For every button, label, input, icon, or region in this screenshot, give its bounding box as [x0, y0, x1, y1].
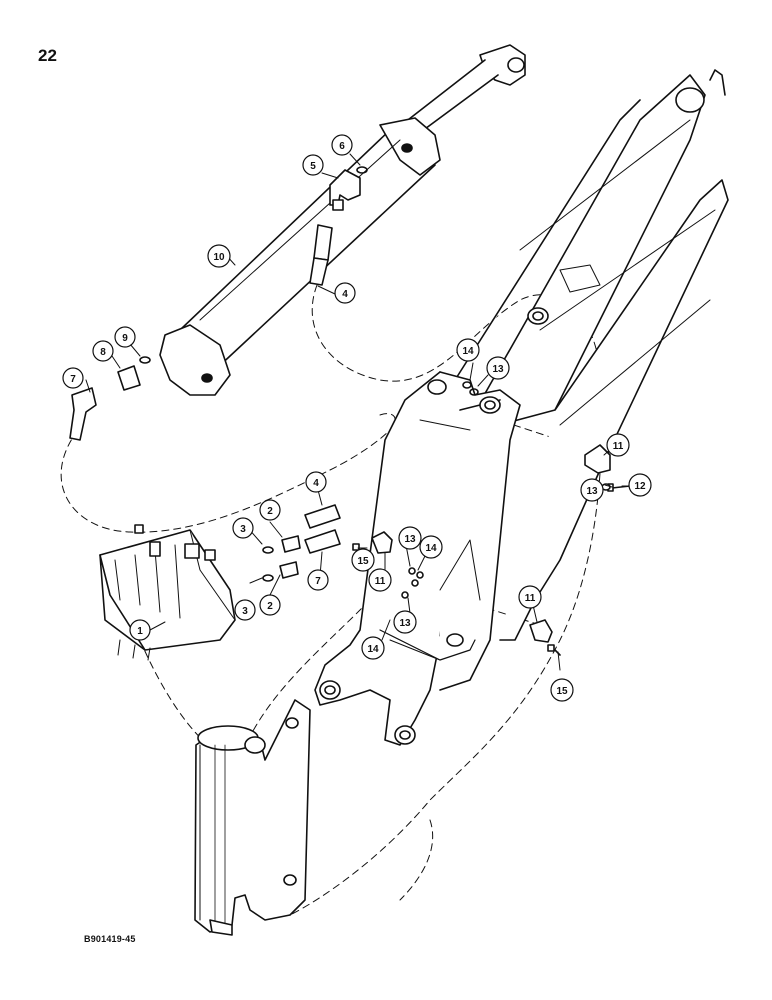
- swing-tower: [314, 371, 521, 746]
- svg-text:13: 13: [586, 486, 598, 497]
- svg-text:7: 7: [315, 576, 321, 587]
- svg-text:6: 6: [339, 141, 345, 152]
- callout-12: 12: [628, 473, 652, 497]
- o-ring-9: [139, 356, 151, 364]
- hose-fitting-4-bottom: [304, 504, 341, 529]
- svg-text:15: 15: [357, 556, 369, 567]
- svg-text:11: 11: [375, 576, 386, 587]
- svg-text:4: 4: [313, 478, 319, 489]
- callout-3: 3: [234, 599, 256, 621]
- callout-15: 15: [351, 548, 375, 572]
- callout-5: 5: [302, 154, 324, 176]
- adapter-2-lower: [279, 561, 299, 579]
- callout-14: 14: [456, 338, 480, 362]
- callout-15: 15: [550, 678, 574, 702]
- svg-text:8: 8: [100, 347, 106, 358]
- svg-text:3: 3: [240, 524, 246, 535]
- o-ring-6: [356, 166, 368, 174]
- callout-8: 8: [92, 340, 114, 362]
- svg-text:2: 2: [267, 506, 273, 517]
- fitting-8: [117, 365, 141, 391]
- dipper-stick: [454, 69, 729, 641]
- svg-text:11: 11: [525, 593, 536, 604]
- nuts-washers-center: [401, 567, 424, 599]
- fitting-7-left: [69, 387, 97, 441]
- callout-7: 7: [62, 367, 84, 389]
- callout-14: 14: [361, 636, 385, 660]
- svg-text:15: 15: [556, 686, 568, 697]
- bolt-15-right: [547, 644, 561, 656]
- o-ring-3-upper: [262, 546, 274, 554]
- callout-1: 1: [129, 619, 151, 641]
- callout-4: 4: [334, 282, 356, 304]
- svg-text:13: 13: [404, 534, 416, 545]
- callout-3: 3: [232, 517, 254, 539]
- callout-13: 13: [393, 610, 417, 634]
- hose-fitting-4-top: [309, 224, 333, 286]
- page-number: 22: [38, 46, 57, 65]
- callout-2: 2: [259, 594, 281, 616]
- bolt-12: [607, 483, 631, 492]
- control-valve: [99, 524, 236, 661]
- callout-11: 11: [518, 585, 542, 609]
- callout-10: 10: [207, 244, 231, 268]
- callout-9: 9: [114, 326, 136, 348]
- callout-6: 6: [331, 134, 353, 156]
- svg-text:14: 14: [367, 644, 379, 655]
- svg-text:10: 10: [213, 252, 225, 263]
- callout-13: 13: [398, 526, 422, 550]
- svg-text:1: 1: [137, 626, 143, 637]
- hose-clamp-11-lower: [529, 619, 553, 643]
- figure-code: B901419-45: [84, 934, 136, 944]
- svg-text:5: 5: [310, 161, 316, 172]
- callout-7: 7: [307, 569, 329, 591]
- svg-text:7: 7: [70, 374, 76, 385]
- adapter-2-upper: [281, 535, 301, 553]
- svg-text:14: 14: [462, 346, 474, 357]
- svg-text:3: 3: [242, 606, 248, 617]
- swing-kingpost: [194, 699, 311, 936]
- elbow-fitting-5: [329, 169, 361, 211]
- svg-text:4: 4: [342, 289, 348, 300]
- callout-4: 4: [305, 471, 327, 493]
- nuts-washers-upper: [462, 381, 479, 396]
- svg-text:12: 12: [634, 481, 646, 492]
- svg-text:13: 13: [492, 364, 504, 375]
- callout-11: 11: [606, 433, 630, 457]
- svg-text:2: 2: [267, 601, 273, 612]
- o-ring-3-lower: [262, 574, 274, 582]
- callout-11: 11: [368, 568, 392, 592]
- svg-text:13: 13: [399, 618, 411, 629]
- svg-text:11: 11: [613, 441, 624, 452]
- callout-13: 13: [580, 478, 604, 502]
- svg-text:9: 9: [122, 333, 128, 344]
- callout-14: 14: [419, 535, 443, 559]
- hose-clamp-11-right: [584, 444, 611, 474]
- svg-text:14: 14: [425, 543, 437, 554]
- hose-fitting-7-bottom: [304, 529, 341, 554]
- callouts: 1 2 2 3 3 4 4 5 6 7 7 8 9 10 11 11 11 12…: [62, 134, 652, 702]
- bolt-15-center: [352, 543, 360, 551]
- callout-13: 13: [486, 356, 510, 380]
- hose-clamp-11-center: [371, 531, 393, 554]
- callout-2: 2: [259, 499, 281, 521]
- hydraulic-cylinder: [159, 44, 526, 396]
